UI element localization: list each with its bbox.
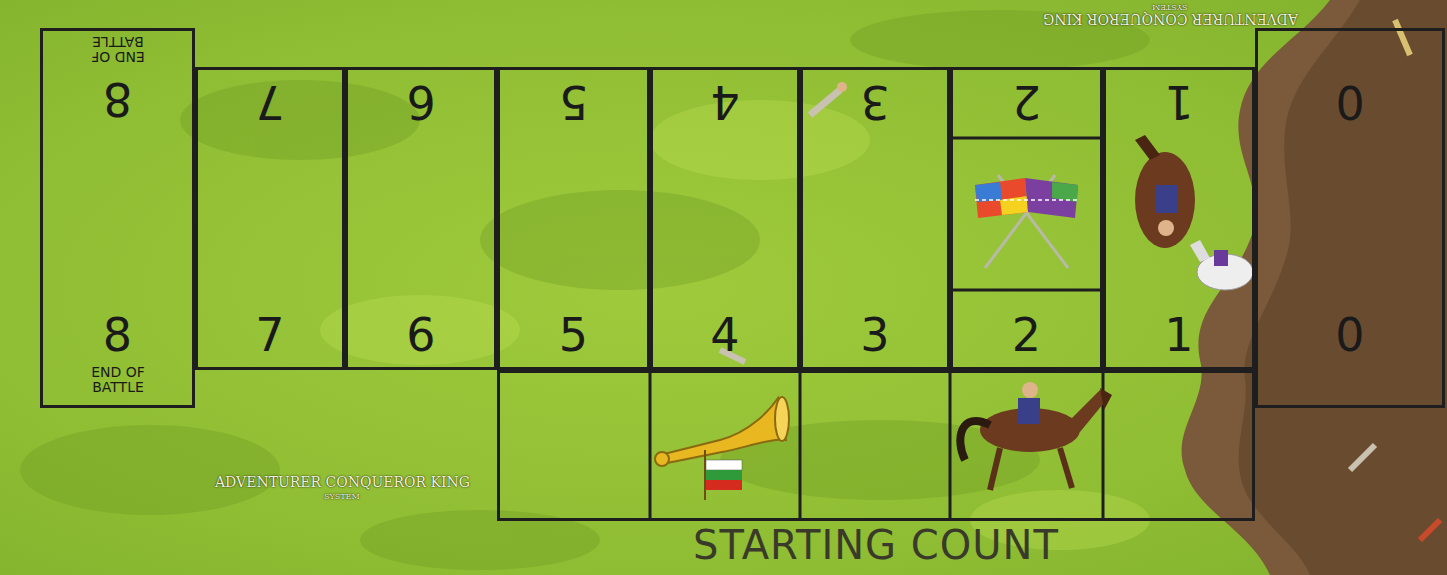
cell-divider (799, 370, 802, 521)
track-cell: 00 (1255, 28, 1445, 408)
track-number: 6 (348, 307, 494, 363)
end-label: END OF BATTLE (81, 365, 155, 396)
track-number: 5 (500, 307, 647, 363)
watermark-text: SYSTEM (1152, 3, 1188, 11)
track-number: 8 (43, 71, 192, 127)
track-number: 5 (500, 74, 647, 130)
cell-divider (949, 370, 952, 521)
track-cell: 33 (800, 67, 950, 370)
watermark-text: SYSTEM (324, 493, 360, 501)
grass-patches (20, 10, 1150, 570)
white-horse (1190, 240, 1253, 290)
track-cell: 66 (345, 67, 497, 370)
track-number: 0 (1258, 74, 1442, 130)
track-number: 4 (653, 74, 797, 130)
track-number: 8 (43, 307, 192, 363)
track-number: 1 (1106, 307, 1252, 363)
end-label: END OF BATTLE (81, 33, 155, 64)
track-cell: 44 (650, 67, 800, 370)
track-number: 2 (953, 74, 1100, 130)
crossed-banners (975, 175, 1078, 268)
cell-divider (950, 289, 1103, 292)
dirt-shadow (1239, 0, 1447, 575)
starting-count-band: STARTING COUNT (497, 370, 1255, 521)
watermark-text: ADVENTURER CONQUEROR KING (215, 475, 470, 489)
cell-divider (649, 370, 652, 521)
cavalry-figure (960, 382, 1112, 490)
track-cell: 11 (1103, 67, 1255, 370)
track-number: 3 (803, 74, 947, 130)
track-number: 2 (953, 307, 1100, 363)
track-cell: 77 (195, 67, 345, 370)
track-number: 7 (198, 74, 342, 130)
cavalry-figure (1135, 135, 1195, 248)
watermark-text: ADVENTURER CONQUEROR KING (1043, 12, 1298, 26)
track-heading: STARTING COUNT (693, 521, 1059, 569)
track-number: 0 (1258, 307, 1442, 363)
track-number: 1 (1106, 74, 1252, 130)
track-cell: 22 (950, 67, 1103, 370)
track-number: 6 (348, 74, 494, 130)
track-number: 3 (803, 307, 947, 363)
track-number: 7 (198, 307, 342, 363)
track-cell: 55 (497, 67, 650, 370)
cell-divider (950, 137, 1103, 140)
dirt-path (1182, 0, 1447, 575)
end-of-battle-box: 8END OF BATTLE8END OF BATTLE (40, 28, 195, 408)
war-horn (655, 397, 789, 500)
track-number: 4 (653, 307, 797, 363)
